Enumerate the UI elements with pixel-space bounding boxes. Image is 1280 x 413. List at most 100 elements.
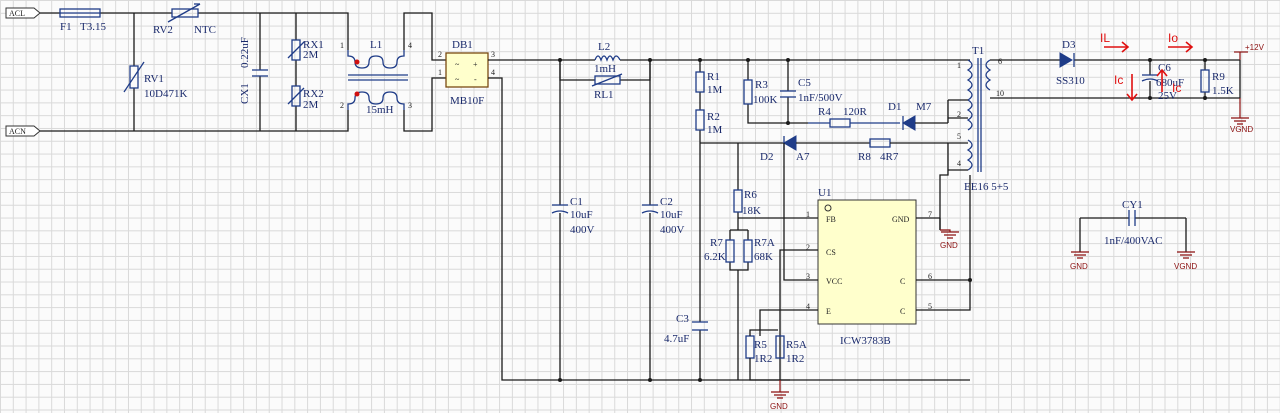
svg-text:T1: T1 — [972, 45, 984, 57]
svg-text:4: 4 — [408, 41, 412, 50]
svg-text:2: 2 — [806, 243, 810, 252]
svg-text:6: 6 — [998, 57, 1002, 66]
svg-text:4: 4 — [957, 159, 961, 168]
svg-text:R2: R2 — [707, 111, 720, 123]
svg-text:D2: D2 — [760, 151, 773, 163]
capacitor-c3: C3 4.7uF — [664, 313, 708, 345]
svg-text:C1: C1 — [570, 196, 583, 208]
svg-text:10uF: 10uF — [570, 209, 593, 221]
svg-text:A7: A7 — [796, 151, 810, 163]
svg-text:2M: 2M — [303, 99, 319, 111]
wire-vcc — [699, 142, 784, 380]
choke-l1: 1 2 4 3 L1 15mH — [340, 39, 412, 116]
svg-text:R7: R7 — [710, 237, 723, 249]
svg-text:25V: 25V — [1158, 90, 1177, 102]
svg-text:M7: M7 — [916, 101, 932, 113]
svg-text:ICW3783B: ICW3783B — [840, 335, 891, 347]
svg-text:IL: IL — [1100, 31, 1110, 45]
wire-u1 — [738, 143, 971, 311]
svg-text:CX1: CX1 — [239, 83, 251, 104]
svg-text:100K: 100K — [753, 94, 778, 106]
svg-text:2: 2 — [438, 50, 442, 59]
svg-text:~: ~ — [455, 60, 460, 69]
wire-r7 — [729, 229, 749, 380]
varistor-rv1: RV1 10D471K — [123, 13, 187, 131]
f1-value: T3.15 — [80, 21, 106, 33]
svg-text:1M: 1M — [707, 84, 723, 96]
svg-text:0.22uF: 0.22uF — [239, 37, 251, 68]
diode-d2: D2 A7 — [760, 135, 870, 163]
svg-text:GND: GND — [1070, 262, 1088, 271]
annotation-ic: Ic Ic — [1114, 68, 1181, 102]
capacitor-cx1: 0.22uF CX1 — [239, 13, 268, 131]
ground-vgnd-cy1: VGND — [1174, 251, 1197, 271]
svg-text:1nF/500V: 1nF/500V — [798, 92, 843, 104]
inductor-l2: L2 1mH — [594, 41, 621, 75]
annotation-il: IL — [1100, 31, 1130, 53]
svg-text:1: 1 — [438, 68, 442, 77]
svg-text:4: 4 — [806, 302, 810, 311]
svg-text:1R2: 1R2 — [786, 353, 804, 365]
svg-text:1nF/400VAC: 1nF/400VAC — [1104, 235, 1162, 247]
svg-text:C5: C5 — [798, 77, 811, 89]
svg-text:15mH: 15mH — [366, 104, 394, 116]
resistor-r6: R6 18K — [733, 143, 761, 230]
svg-text:4: 4 — [491, 68, 495, 77]
svg-text:MB10F: MB10F — [450, 95, 484, 107]
resistor-rl1: RL1 — [591, 73, 623, 101]
resistor-r9: R9 1.5K — [1200, 60, 1234, 98]
wire-r5 — [759, 249, 818, 380]
svg-text:3: 3 — [806, 272, 810, 281]
wire-hv-return — [488, 77, 970, 381]
capacitor-cy1: CY1 1nF/400VAC — [1079, 199, 1187, 252]
svg-text:1: 1 — [340, 41, 344, 50]
resistor-r5: R5 1R2 — [745, 329, 790, 381]
svg-text:3: 3 — [408, 101, 412, 110]
ground-gnd-cy1: GND — [1070, 251, 1089, 271]
resistor-r4: R4 120R — [808, 106, 900, 128]
svg-text:3: 3 — [491, 50, 495, 59]
ground-vgnd-secondary: VGND — [1230, 98, 1253, 134]
svg-text:RX1: RX1 — [303, 39, 324, 51]
capacitor-c1: C1 10uF 400V — [551, 60, 595, 380]
svg-text:DB1: DB1 — [452, 39, 473, 51]
resistor-r1: R1 1M — [695, 60, 723, 143]
svg-text:GND: GND — [770, 402, 788, 411]
capacitor-c5: C5 1nF/500V — [780, 60, 843, 123]
svg-text:680uF: 680uF — [1156, 77, 1184, 89]
svg-text:NTC: NTC — [194, 24, 216, 36]
svg-text:D3: D3 — [1062, 39, 1076, 51]
svg-text:1mH: 1mH — [594, 63, 616, 75]
ground-gnd-u1: GND — [940, 229, 959, 250]
svg-text:CY1: CY1 — [1122, 199, 1143, 211]
port-acl: ACL — [5, 7, 41, 19]
svg-text:GND: GND — [940, 241, 958, 250]
svg-text:10: 10 — [996, 89, 1004, 98]
fuse-f1: F1 T3.15 — [59, 8, 106, 33]
resistor-rx1: RX1 2M — [287, 13, 324, 131]
svg-text:VCC: VCC — [826, 277, 842, 286]
f1-ref: F1 — [60, 21, 72, 33]
svg-text:R5A: R5A — [786, 339, 807, 351]
svg-text:FB: FB — [826, 215, 836, 224]
svg-text:Io: Io — [1168, 31, 1178, 45]
diode-d1: D1 M7 — [888, 101, 948, 131]
svg-text:ACN: ACN — [9, 127, 26, 136]
svg-text:R4: R4 — [818, 106, 831, 118]
ic-u1: U1 ICW3783B FB CS VCC E GND C C 1 2 3 4 … — [806, 187, 932, 347]
svg-text:~: ~ — [455, 75, 460, 84]
svg-text:68K: 68K — [754, 251, 773, 263]
resistor-r8: R8 4R7 — [858, 138, 948, 163]
svg-text:Ic: Ic — [1172, 81, 1181, 95]
resistor-r7a: R7A 68K — [743, 237, 775, 263]
svg-text:R6: R6 — [744, 189, 757, 201]
wire-l1-out-bot — [403, 77, 446, 132]
svg-text:5: 5 — [957, 132, 961, 141]
svg-text:R9: R9 — [1212, 71, 1225, 83]
svg-text:+: + — [473, 60, 478, 69]
resistor-r7: R7 6.2K — [704, 237, 735, 263]
svg-text:R8: R8 — [858, 151, 871, 163]
svg-text:L1: L1 — [370, 39, 382, 51]
